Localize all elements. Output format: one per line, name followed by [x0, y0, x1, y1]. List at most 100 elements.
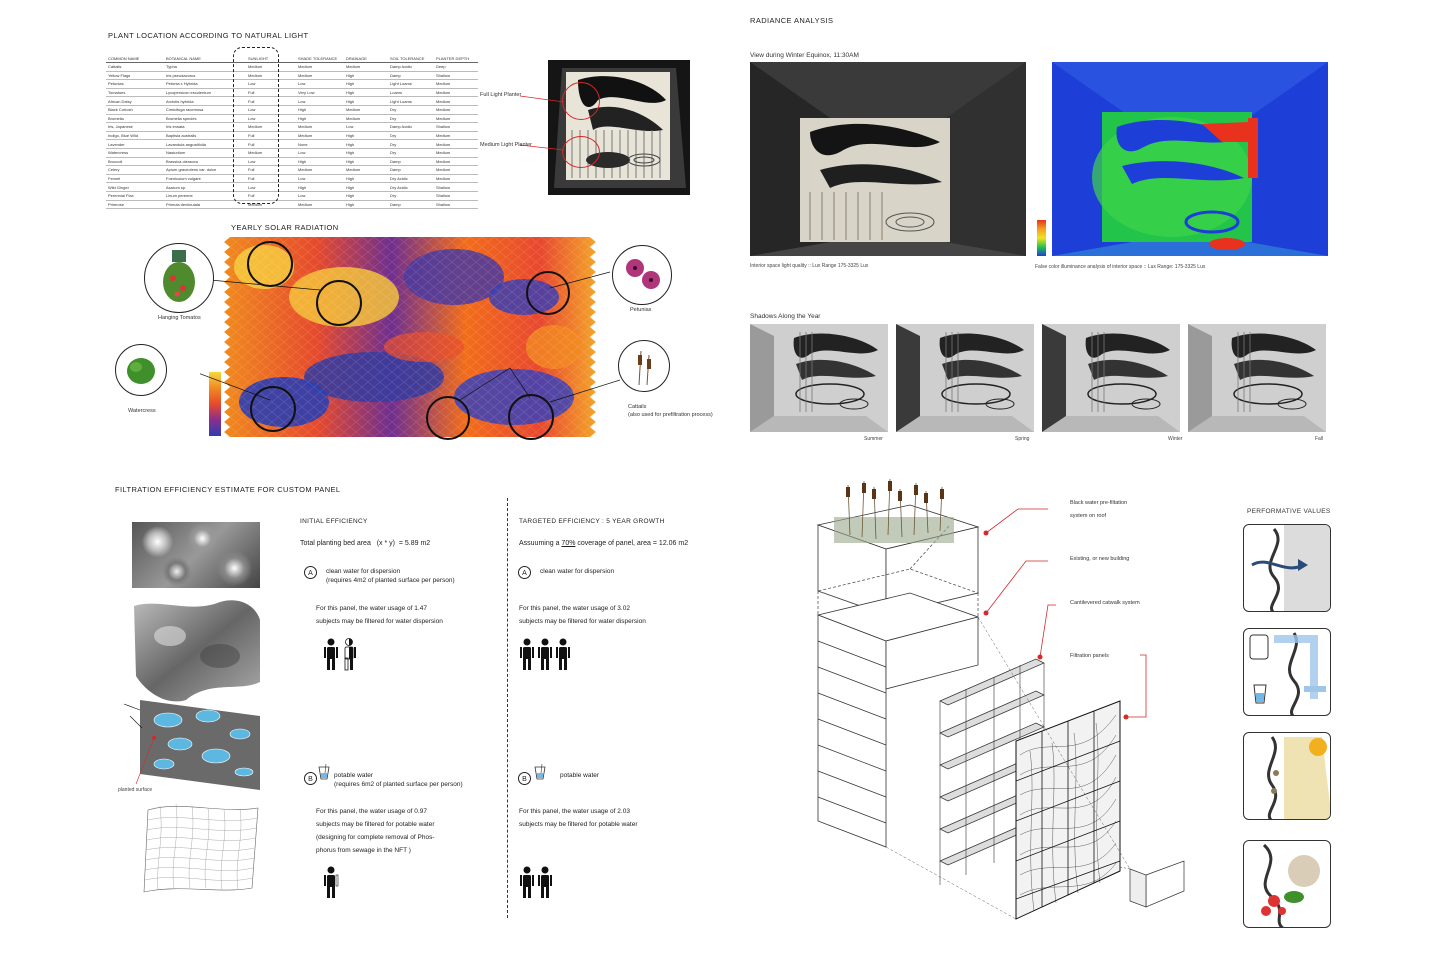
table-cell: High: [344, 148, 388, 158]
targeted-assume-pct: 70%: [561, 540, 576, 547]
initial-area-value: = 5.89 m2: [398, 540, 431, 547]
table-cell: Medium: [246, 200, 296, 210]
table-cell: Medium: [296, 62, 344, 72]
initial-a-note: (requires 4m2 of planted surface per per…: [326, 577, 455, 584]
table-cell: Iris, Japanese: [106, 122, 164, 132]
tomatoes-plant-image: [144, 243, 214, 313]
table-cell: Iris ensata: [164, 122, 246, 132]
table-cell: Baptisia australis: [164, 131, 246, 141]
table-cell: Medium: [296, 131, 344, 141]
table-cell: Cattails: [106, 62, 164, 72]
table-cell: Low: [344, 122, 388, 132]
table-cell: Damp: [388, 157, 434, 167]
targeted-b-glass-icon: [534, 764, 546, 780]
table-cell: Foeniculum vulgare: [164, 174, 246, 184]
initial-b-line4: phorus from sewage in the NFT ): [316, 847, 411, 854]
table-cell: Shallow: [434, 182, 478, 192]
performative-diagram-water: [1243, 628, 1331, 716]
table-cell: Medium: [344, 62, 388, 72]
initial-b-line2: subjects may be filtered for potable wat…: [316, 821, 435, 828]
shadow-thumbnail-fall: [1188, 324, 1326, 432]
table-cell: Full: [246, 96, 296, 106]
table-cell: High: [344, 131, 388, 141]
plant-table-header: SHADE TOLERANCE: [296, 54, 344, 63]
table-cell: Primula denticulata: [164, 200, 246, 210]
table-cell: Full: [246, 165, 296, 175]
table-cell: Shallow: [434, 200, 478, 210]
performative-title: PERFORMATIVE VALUES: [1247, 508, 1331, 515]
radiance-false-color-render: [1052, 62, 1328, 256]
petunias-plant-image: [612, 245, 672, 305]
table-cell: Damp Acidic: [388, 62, 434, 72]
table-cell: High: [344, 96, 388, 106]
performative-diagram-sun: [1243, 732, 1331, 820]
table-cell: Shallow: [434, 71, 478, 81]
shadow-caption-winter: Winter: [1168, 436, 1183, 442]
building-label-prefilter-1: Black water pre-filtation: [1070, 500, 1128, 506]
cattails-label: Cattails: [628, 404, 647, 410]
targeted-a-people-icons: [518, 638, 574, 677]
shadow-caption-spring: Spring: [1015, 436, 1030, 442]
table-cell: Damp: [388, 200, 434, 210]
plant-table-header: SUNLIGHT: [246, 54, 296, 63]
table-cell: Primrose: [106, 200, 164, 210]
table-cell: Light Loams: [388, 96, 434, 106]
table-cell: Asarum sp.: [164, 182, 246, 192]
shadow-thumbnail-winter: [1042, 324, 1180, 432]
radiance-view-title: View during Winter Equinox, 11:30AM: [750, 52, 859, 59]
table-cell: Medium: [246, 148, 296, 158]
table-cell: Petunias: [106, 79, 164, 89]
solar-circle-b: [426, 396, 470, 440]
table-cell: Dry Acidic: [388, 174, 434, 184]
table-cell: Medium: [296, 200, 344, 210]
table-cell: Shallow: [434, 191, 478, 201]
table-cell: Medium: [434, 157, 478, 167]
table-cell: Lavandula angustifolia: [164, 139, 246, 149]
table-cell: Wild Ginger: [106, 182, 164, 192]
table-cell: Medium: [344, 114, 388, 124]
table-cell: Damp: [388, 71, 434, 81]
table-cell: Yellow Flags: [106, 71, 164, 81]
planted-surface-label: planted surface: [118, 787, 153, 793]
table-cell: Medium: [434, 79, 478, 89]
table-cell: African Daisy: [106, 96, 164, 106]
table-cell: Typha: [164, 62, 246, 72]
table-cell: Low: [246, 182, 296, 192]
table-cell: Dry: [388, 148, 434, 158]
building-label-existing: Existing, or new building: [1070, 556, 1130, 562]
panel-wireframe-mesh: [140, 800, 264, 896]
table-cell: Medium: [296, 122, 344, 132]
watercress-label: Watercress: [128, 408, 156, 414]
targeted-assume-post: coverage of panel, area = 12.06 m2: [577, 540, 689, 547]
solar-circle-tomatoes: [247, 241, 293, 287]
plant-table-header: BOTANICAL NAME: [164, 54, 246, 63]
building-label-catwalk: Cantilevered catwalk system: [1070, 600, 1140, 606]
radiance-title: RADIANCE ANALYSIS: [750, 16, 834, 25]
table-cell: Very Low: [296, 88, 344, 98]
table-cell: High: [344, 191, 388, 201]
table-cell: High: [296, 182, 344, 192]
table-cell: Deep: [434, 62, 478, 72]
initial-b-title: potable water: [334, 772, 374, 779]
shadow-thumbnail-spring: [896, 324, 1034, 432]
table-cell: Nasturtium: [164, 148, 246, 158]
initial-b-line3: (designing for complete removal of Phos-: [316, 834, 435, 841]
table-cell: Cimicifuga racemosa: [164, 105, 246, 115]
table-cell: Medium: [344, 105, 388, 115]
initial-b-line1: For this panel, the water usage of 0.97: [316, 808, 427, 815]
panel-3d-surface: [130, 596, 264, 706]
targeted-assume-line: Assuuming a 70% coverage of panel, area …: [519, 540, 688, 547]
table-cell: High: [296, 105, 344, 115]
targeted-b-badge: B: [518, 772, 531, 785]
planter-leader-lines: [520, 95, 565, 151]
